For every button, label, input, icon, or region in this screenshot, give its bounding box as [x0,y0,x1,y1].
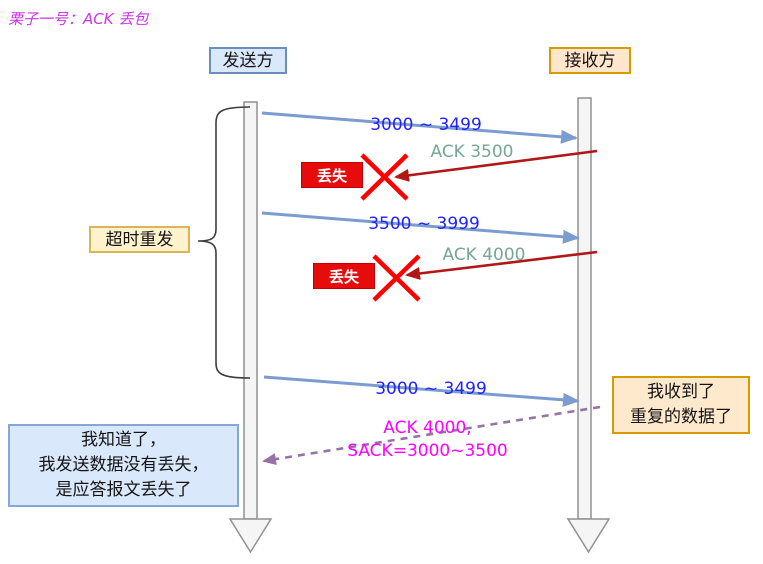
lost-cross-1-icon [360,153,409,201]
sack-label-line2: SACK=3000~3500 [347,441,508,461]
message-label-data-2: 3500 ~ 3999 [368,214,480,234]
message-label-ack-1: ACK 3500 [430,142,514,162]
sack-label-line1: ACK 4000, [383,418,472,438]
lost-cross-2-icon [372,254,421,302]
message-label-data-1: 3000 ~ 3499 [370,115,482,135]
receiver-note-line2: 重复的数据了 [630,407,732,427]
page-title: 栗子一号：ACK 丢包 [8,10,149,28]
message-label-data-3: 3000 ~ 3499 [375,379,487,399]
sender-lifeline-arrowhead-icon [228,518,273,554]
sender-lifeline-bar [243,101,258,520]
timeout-retransmit-label: 超时重发 [89,226,190,253]
timeout-brace-icon [197,106,251,379]
sender-note-box: 我知道了， 我发送数据没有丢失， 是应答报文丢失了 [8,424,239,507]
sack-arrow-dashed [262,405,601,466]
data-arrow-2 [261,211,580,244]
data-arrow-3-retransmit [263,375,580,407]
ack-arrow-2-lost [405,250,598,280]
sender-note-line3: 是应答报文丢失了 [55,480,192,500]
message-label-sack: ACK 4000, SACK=3000~3500 [340,417,515,463]
receiver-lifeline-bar [577,97,592,520]
receiver-lifeline-arrowhead-icon [566,518,611,554]
actor-label-receiver: 接收方 [549,47,631,74]
receiver-note-box: 我收到了 重复的数据了 [612,376,750,434]
ack-arrow-1-lost [394,149,598,182]
lost-badge-1: 丢失 [301,162,363,188]
sender-note-line2: 我发送数据没有丢失， [38,455,209,475]
sender-note-line1: 我知道了， [81,430,166,450]
actor-label-sender: 发送方 [209,47,287,74]
lost-badge-2: 丢失 [313,263,375,289]
receiver-note-line1: 我收到了 [647,382,715,402]
data-arrow-1 [261,111,578,144]
message-label-ack-2: ACK 4000 [442,245,526,265]
